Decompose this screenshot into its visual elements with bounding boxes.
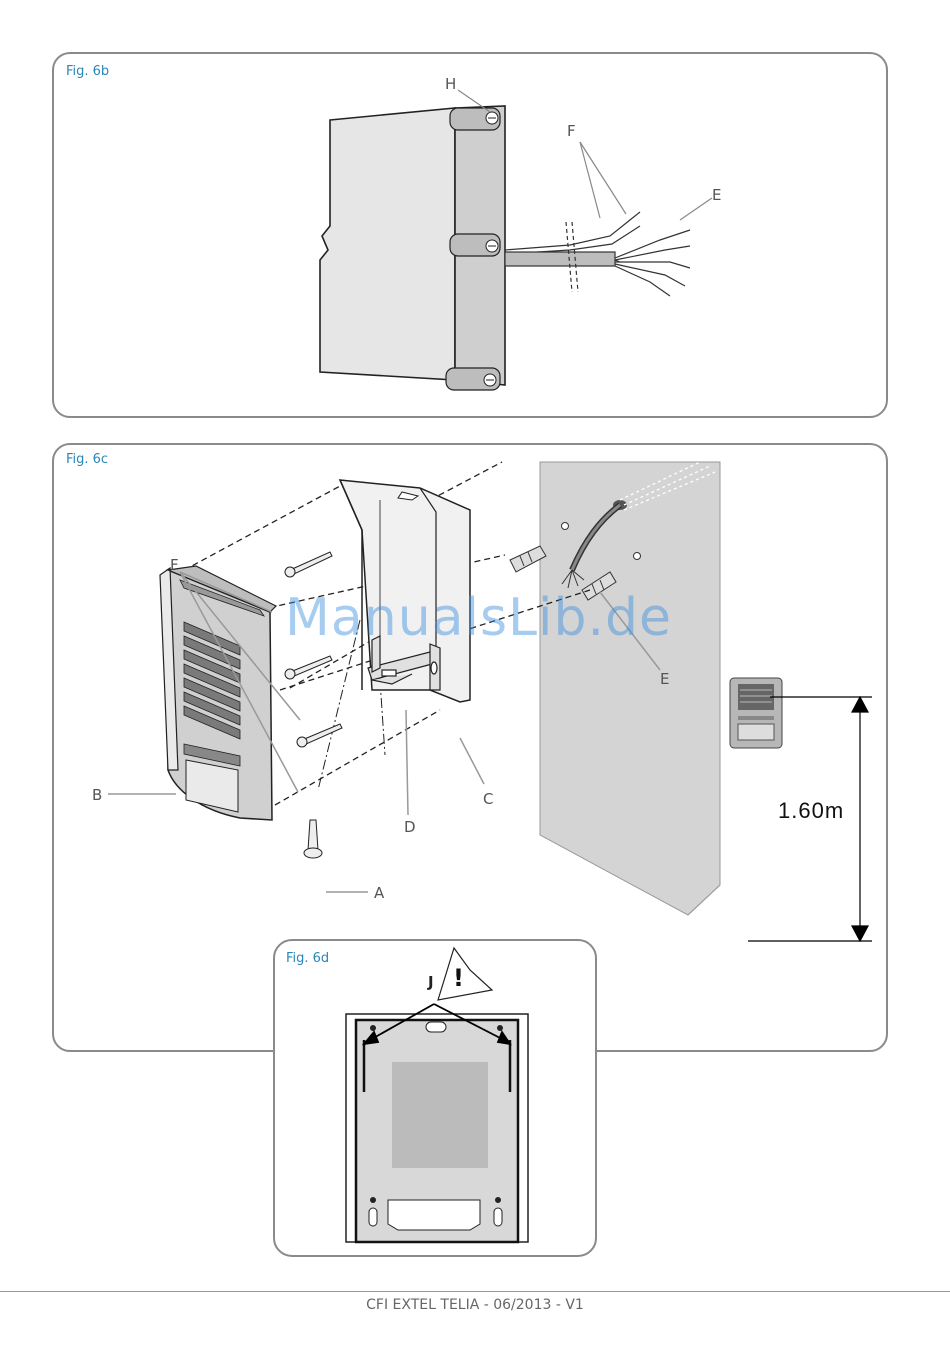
fig6d-inset <box>274 940 596 1256</box>
footer-text: CFI EXTEL TELIA - 06/2013 - V1 <box>0 1297 950 1313</box>
fig6b-back-box <box>320 106 505 390</box>
fig6c-label-c: C <box>483 790 493 808</box>
fig6b-label-h: H <box>445 75 456 93</box>
fig6d-label-j: J <box>427 973 434 991</box>
fig6b-label-f: F <box>567 122 576 140</box>
fig6b-cables <box>505 212 690 296</box>
fig6c-label-f: F <box>170 556 179 574</box>
fig6c-label-d: D <box>404 818 416 836</box>
fig6c-label-b: B <box>92 786 102 804</box>
warning-glyph: ! <box>453 964 464 992</box>
watermark: ManualsLib.de <box>285 588 672 648</box>
fig6c-label-a: A <box>374 884 385 902</box>
fig6b-label-e: E <box>712 186 721 204</box>
intercom-front-panel <box>160 566 276 820</box>
height-label: 1.60m <box>778 798 844 823</box>
fig6c-label-e: E <box>660 670 669 688</box>
fig6c-wall <box>540 462 720 915</box>
footer-divider <box>0 1291 950 1292</box>
figure-6d-title: Fig. 6d <box>286 951 329 966</box>
intercom-unit-icon <box>730 678 782 748</box>
